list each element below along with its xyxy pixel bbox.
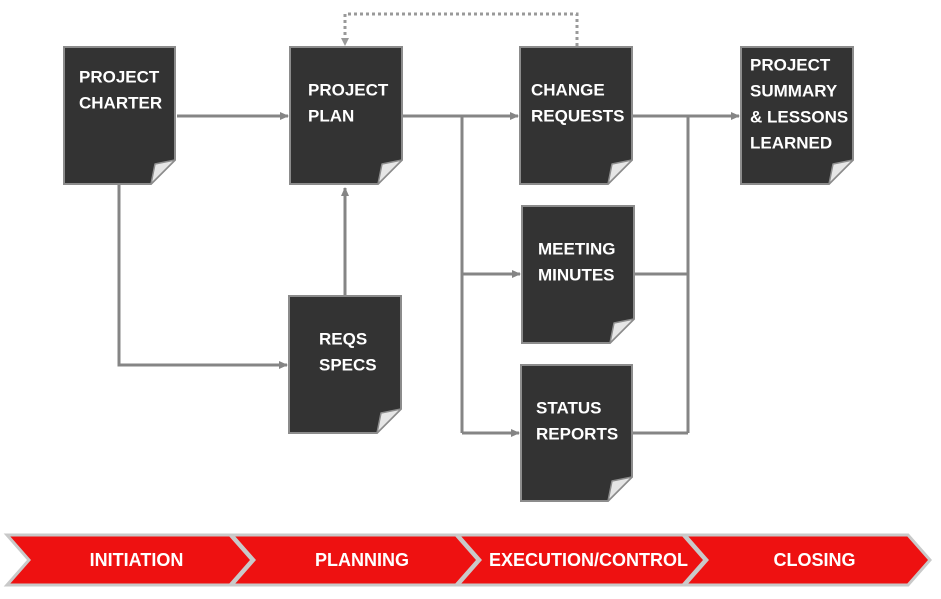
document-label-line: PLAN xyxy=(308,106,354,125)
document-label-line: MEETING xyxy=(538,239,615,258)
document-reqs: REQS SPECS xyxy=(288,295,402,434)
phase-closing: CLOSING xyxy=(681,533,932,587)
phase-bar: INITIATION PLANNING EXECUTION/CONTROL CLOSI… xyxy=(3,533,932,587)
document-label-line: CHARTER xyxy=(79,93,162,112)
phase-planning: PLANNING xyxy=(228,533,480,587)
connectors xyxy=(117,112,740,437)
page-fold-icon xyxy=(377,159,403,185)
feedback-loop xyxy=(341,12,579,46)
phase-label: PLANNING xyxy=(315,550,409,570)
page-fold-icon xyxy=(609,318,635,344)
document-label-line: LEARNED xyxy=(750,133,832,152)
document-label-line: PROJECT xyxy=(79,67,160,86)
page-fold-icon xyxy=(150,159,176,185)
document-label-line: REQS xyxy=(319,329,367,348)
phase-label: CLOSING xyxy=(773,550,855,570)
document-label-line: SPECS xyxy=(319,355,377,374)
document-label-line: STATUS xyxy=(536,398,601,417)
feedback-arrowhead-icon xyxy=(341,38,349,46)
document-label-line: MINUTES xyxy=(538,265,615,284)
phase-execution-control: EXECUTION/CONTROL xyxy=(454,533,707,587)
document-label-line: CHANGE xyxy=(531,80,605,99)
phase-chevron xyxy=(454,533,707,587)
document-change: CHANGE REQUESTS xyxy=(519,46,633,185)
document-label-line: SUMMARY xyxy=(750,81,838,100)
page-fold-icon xyxy=(607,159,633,185)
document-label-line: PROJECT xyxy=(308,80,389,99)
document-label-line: REQUESTS xyxy=(531,106,625,125)
phase-chevron xyxy=(3,533,254,587)
document-label-line: & LESSONS xyxy=(750,107,848,126)
connector-change-feedback-to-plan xyxy=(343,12,579,46)
document-label-line: REPORTS xyxy=(536,424,618,443)
phase-chevron xyxy=(228,533,480,587)
page-fold-icon xyxy=(828,159,854,185)
phase-label: INITIATION xyxy=(90,550,184,570)
documents: PROJECT CHARTER PROJECT PLAN REQS SPECS CHANGE… xyxy=(63,46,854,502)
document-summary: PROJECT SUMMARY & LESSONS LEARNED xyxy=(740,46,854,185)
document-minutes: MEETING MINUTES xyxy=(521,205,635,344)
document-plan: PROJECT PLAN xyxy=(289,46,403,185)
document-label-line: PROJECT xyxy=(750,55,831,74)
page-fold-icon xyxy=(607,476,633,502)
page-fold-icon xyxy=(376,408,402,434)
document-status: STATUS REPORTS xyxy=(520,364,633,502)
document-charter: PROJECT CHARTER xyxy=(63,46,176,185)
connector-charter-to-reqs xyxy=(117,184,288,369)
phase-initiation: INITIATION xyxy=(3,533,254,587)
phase-label: EXECUTION/CONTROL xyxy=(489,550,688,570)
phase-chevron xyxy=(681,533,932,587)
